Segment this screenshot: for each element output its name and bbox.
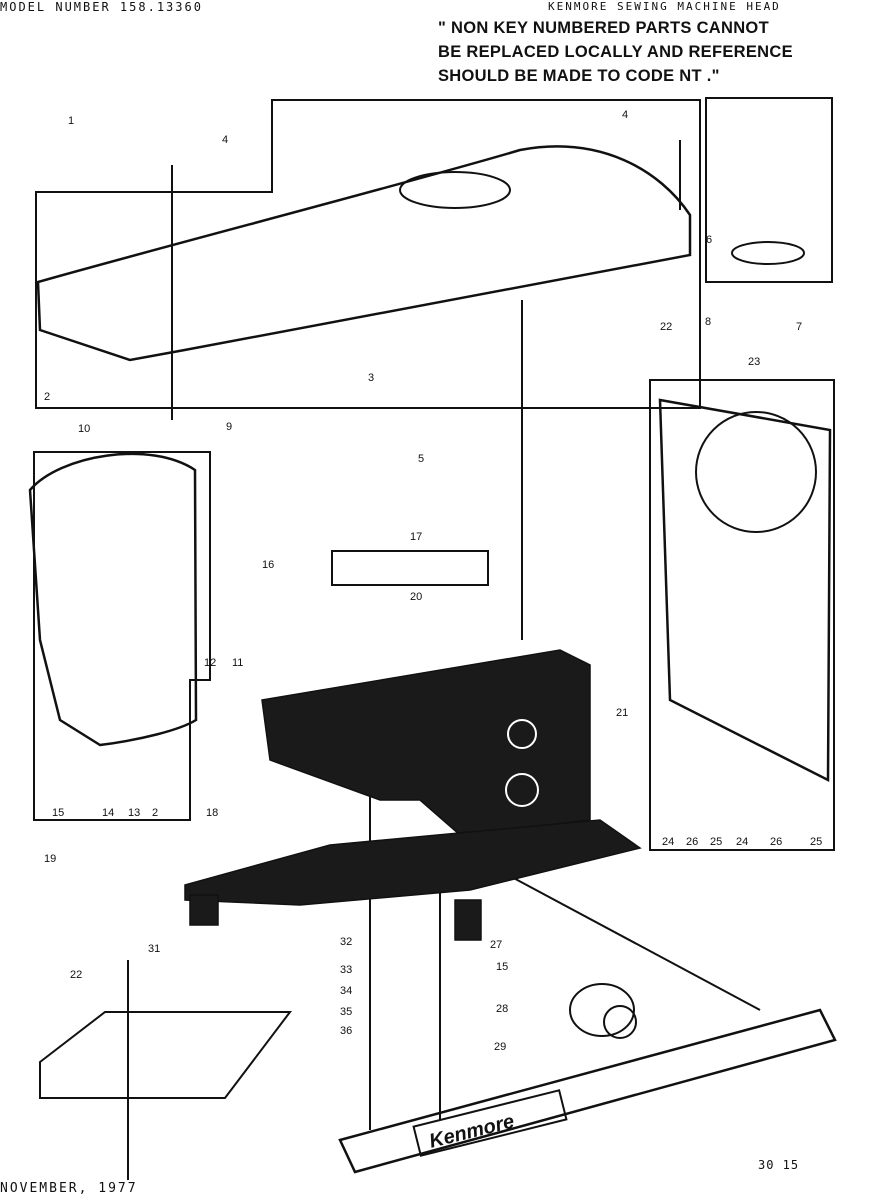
callout-11: 11 <box>232 657 243 669</box>
motor-pulley <box>603 1005 637 1039</box>
callout-33: 33 <box>340 964 352 976</box>
callout-9: 9 <box>226 421 232 433</box>
notice-line-3: SHOULD BE MADE TO CODE NT ." <box>438 67 720 85</box>
callout-26: 26 <box>686 836 698 848</box>
notice-line-2: BE REPLACED LOCALLY AND REFERENCE <box>438 43 793 61</box>
callout-10: 10 <box>78 423 90 435</box>
callout-16: 16 <box>262 559 274 571</box>
top-cover <box>36 145 692 362</box>
callout-25: 25 <box>810 836 822 848</box>
tension-assembly-frame <box>705 97 833 283</box>
callout-24: 24 <box>662 836 674 848</box>
face-plate <box>658 398 832 783</box>
callout-15: 15 <box>496 961 508 973</box>
section-title: KENMORE SEWING MACHINE HEAD <box>548 0 781 13</box>
callout-7: 7 <box>796 321 802 333</box>
callout-8: 8 <box>705 316 711 328</box>
bed-plate <box>39 1011 293 1099</box>
parts-notice: " NON KEY NUMBERED PARTS CANNOT BE REPLA… <box>438 16 858 88</box>
face-plate-frame <box>649 379 835 851</box>
brand-plate-badge <box>412 1089 568 1157</box>
callout-21: 21 <box>616 707 628 719</box>
callout-24: 24 <box>736 836 748 848</box>
callout-25: 25 <box>710 836 722 848</box>
callout-34: 34 <box>340 985 352 997</box>
machine-leg-right <box>454 899 482 941</box>
callout-26: 26 <box>770 836 782 848</box>
callout-15: 15 <box>52 807 64 819</box>
stitch-knob <box>507 719 537 749</box>
label-plate <box>331 550 489 586</box>
callout-23: 23 <box>748 356 760 368</box>
callout-32: 32 <box>340 936 352 948</box>
callout-31: 31 <box>148 943 160 955</box>
machine-arm <box>261 649 591 836</box>
machine-leg-left <box>189 894 219 926</box>
callout-4: 4 <box>222 134 228 146</box>
callout-1: 1 <box>68 115 74 127</box>
callout-12: 12 <box>204 657 216 669</box>
machine-base <box>184 819 642 906</box>
footer-page-ref: 30 15 <box>758 1158 800 1172</box>
front-brand-plate <box>338 1008 837 1174</box>
callout-19: 19 <box>44 853 56 865</box>
callout-18: 18 <box>206 807 218 819</box>
callout-14: 14 <box>102 807 114 819</box>
callout-36: 36 <box>340 1025 352 1037</box>
face-plate-window <box>695 411 817 533</box>
callout-28: 28 <box>496 1003 508 1015</box>
top-cover-opening <box>399 171 511 209</box>
motor <box>569 983 635 1037</box>
side-cover <box>28 452 198 747</box>
callout-22: 22 <box>660 321 672 333</box>
callout-27: 27 <box>490 939 502 951</box>
callout-13: 13 <box>128 807 140 819</box>
callout-2: 2 <box>44 391 50 403</box>
callout-3: 3 <box>368 372 374 384</box>
callout-6: 6 <box>706 234 712 246</box>
callout-29: 29 <box>494 1041 506 1053</box>
callout-4: 4 <box>622 109 628 121</box>
footer-date: NOVEMBER, 1977 <box>0 1181 138 1196</box>
tension-washer <box>731 241 805 265</box>
side-cover-frame <box>33 451 211 821</box>
callout-5: 5 <box>418 453 424 465</box>
model-number: MODEL NUMBER 158.13360 <box>0 0 203 14</box>
callout-20: 20 <box>410 591 422 603</box>
pattern-knob <box>505 773 539 807</box>
top-cover-frame <box>35 99 701 409</box>
notice-line-1: " NON KEY NUMBERED PARTS CANNOT <box>438 19 769 37</box>
callout-2: 2 <box>152 807 158 819</box>
callout-22: 22 <box>70 969 82 981</box>
callout-35: 35 <box>340 1006 352 1018</box>
callout-17: 17 <box>410 531 422 543</box>
